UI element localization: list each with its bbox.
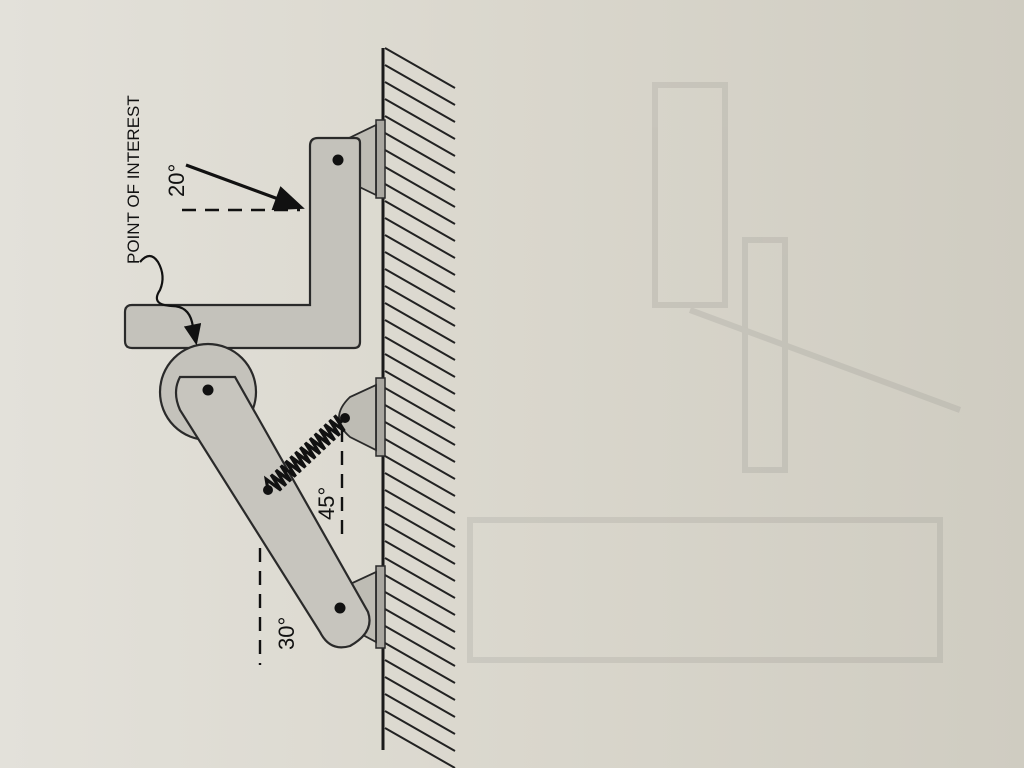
hatch-line — [384, 642, 456, 684]
hatch-line — [384, 200, 456, 242]
hatch-line — [384, 472, 456, 514]
hatch-line — [384, 47, 456, 89]
hatch-line — [384, 302, 456, 344]
ground-hatching — [384, 47, 456, 768]
hatch-line — [384, 591, 456, 633]
hatch-line — [384, 693, 456, 735]
mount-plate-bottom — [375, 565, 386, 649]
hatch-line — [384, 81, 456, 123]
hatch-line — [384, 727, 456, 768]
hatch-line — [384, 234, 456, 276]
hatch-line — [384, 353, 456, 395]
hatch-line — [384, 710, 456, 752]
hatch-line — [384, 132, 456, 174]
hatch-line — [384, 659, 456, 701]
pin-top-pivot — [332, 154, 344, 166]
hatch-line — [384, 251, 456, 293]
hatch-line — [384, 540, 456, 582]
hatch-line — [384, 523, 456, 565]
mount-plate-top — [375, 119, 386, 199]
angle-label-45: 45° — [314, 487, 339, 520]
hatch-line — [384, 421, 456, 463]
force-arrow — [185, 163, 305, 211]
pin-spring-anchor — [340, 413, 350, 423]
hatch-line — [384, 149, 456, 191]
hatch-line — [384, 608, 456, 650]
hatch-line — [384, 438, 456, 480]
point-of-interest-label: POINT OF INTEREST — [124, 95, 143, 264]
hatch-line — [384, 217, 456, 259]
hatch-line — [384, 625, 456, 667]
hatch-line — [384, 574, 456, 616]
pin-roller-axle — [202, 384, 214, 396]
pin-spring-arm-end — [263, 485, 273, 495]
hatch-line — [384, 336, 456, 378]
hatch-line — [384, 404, 456, 446]
hatch-line — [384, 676, 456, 718]
hatch-line — [384, 166, 456, 208]
link-arm — [174, 375, 371, 649]
hatch-line — [384, 98, 456, 140]
hatch-line — [384, 183, 456, 225]
hatch-line — [384, 268, 456, 310]
bleed-through-ghost — [467, 82, 962, 663]
hatch-line — [384, 489, 456, 531]
hatch-line — [384, 506, 456, 548]
angle-label-30: 30° — [274, 617, 299, 650]
spring — [263, 414, 347, 492]
spring-coil — [263, 414, 347, 492]
mount-plate-middle — [375, 377, 386, 457]
hatch-line — [384, 319, 456, 361]
pin-bottom-pivot — [334, 602, 346, 614]
hatch-line — [384, 285, 456, 327]
hatch-line — [384, 455, 456, 497]
hatch-line — [384, 557, 456, 599]
angle-label-20: 20° — [164, 164, 189, 197]
hatch-line — [384, 115, 456, 157]
hatch-line — [384, 64, 456, 106]
hatch-line — [384, 370, 456, 412]
point-of-interest-leader — [139, 254, 202, 346]
hatch-line — [384, 387, 456, 429]
